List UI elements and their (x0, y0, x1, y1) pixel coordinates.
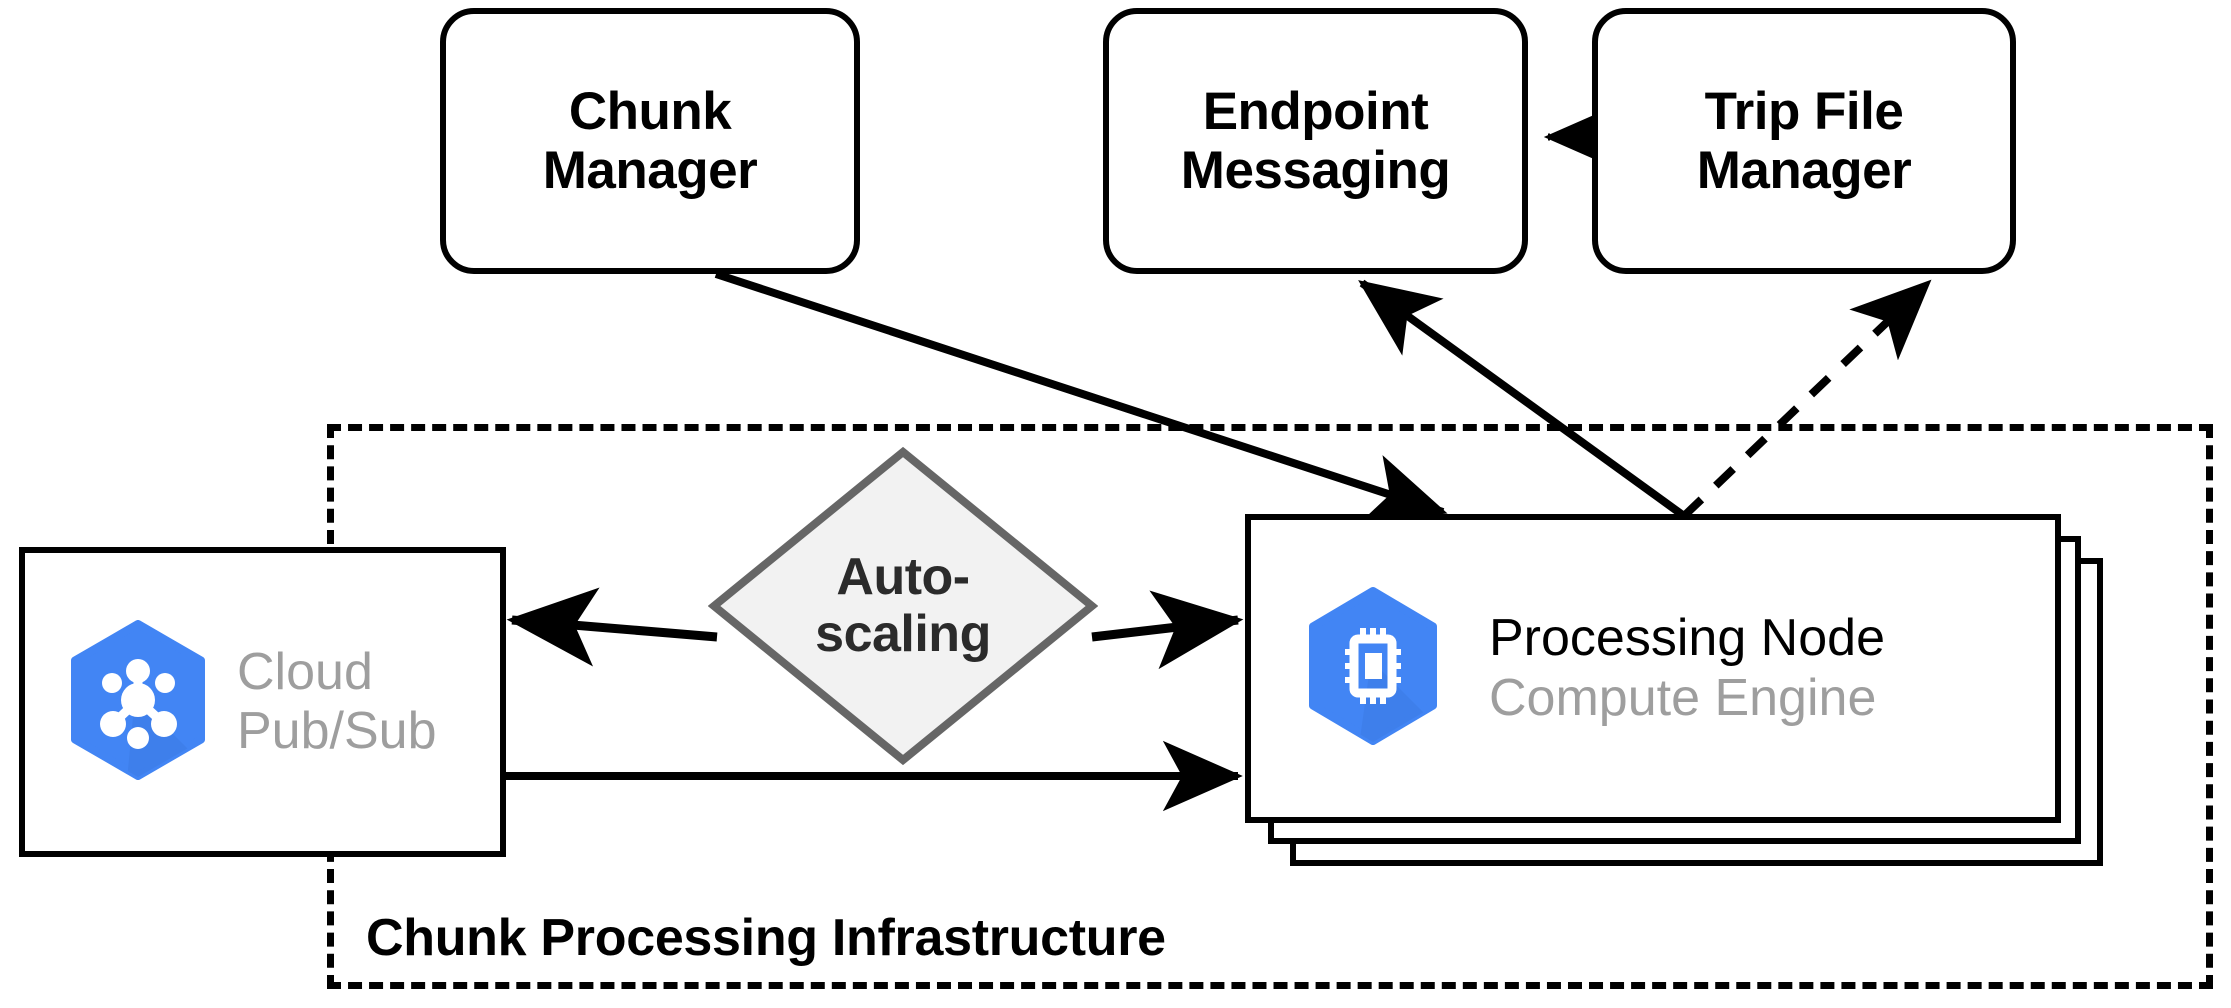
processing-node-card[interactable]: Processing Node Compute Engine (1245, 514, 2061, 823)
chunk-processing-infrastructure-label: Chunk Processing Infrastructure (366, 909, 1166, 967)
endpoint-messaging-label-line2: Messaging (1180, 141, 1451, 200)
trip-file-manager-box[interactable]: Trip File Manager (1592, 8, 2016, 274)
trip-file-manager-label-line2: Manager (1696, 141, 1912, 200)
endpoint-messaging-box[interactable]: Endpoint Messaging (1103, 8, 1528, 274)
processing-node-subtitle: Compute Engine (1489, 668, 1877, 727)
cloud-pubsub-title-line2: Pub/Sub (237, 702, 437, 760)
autoscaling-label-line1: Auto- (836, 547, 970, 606)
chunk-manager-label-line1: Chunk (568, 81, 732, 141)
cloud-pubsub-card[interactable]: Cloud Pub/Sub (19, 547, 506, 857)
trip-file-manager-label-line1: Trip File (1704, 81, 1904, 141)
compute-engine-icon (1303, 586, 1443, 751)
chunk-manager-label-line2: Manager (542, 141, 758, 200)
autoscaling-label-line2: scaling (815, 605, 991, 663)
chunk-manager-box[interactable]: Chunk Manager (440, 8, 860, 274)
autoscaling-label: Auto- scaling (708, 446, 1098, 766)
processing-node-title: Processing Node (1489, 609, 1885, 668)
endpoint-messaging-label-line1: Endpoint (1202, 81, 1429, 141)
autoscaling-diamond[interactable]: Auto- scaling (708, 446, 1098, 766)
cloud-pubsub-title: Cloud (237, 642, 373, 701)
cloud-pubsub-icon (65, 619, 211, 785)
